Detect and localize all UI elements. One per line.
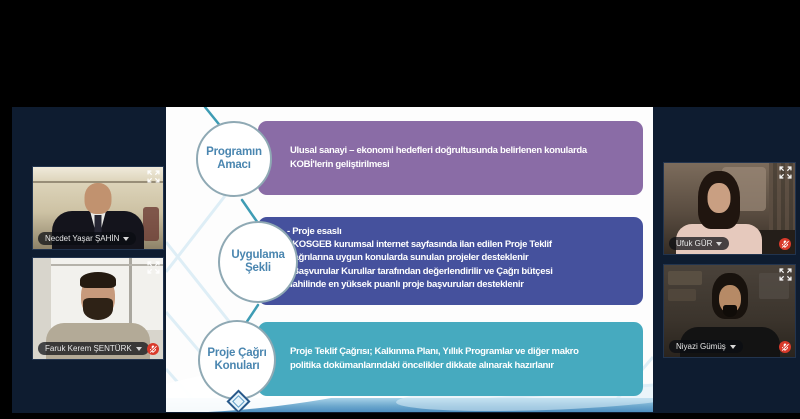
fullscreen-icon[interactable]: [147, 170, 160, 183]
slide-row-uygulama-text: - Proje esaslı - KOSGEB kurumsal interne…: [287, 226, 553, 290]
microphone-muted-icon: [147, 343, 159, 355]
person-beard: [83, 298, 113, 320]
slide-logo-diamond-inner: [232, 395, 245, 408]
fullscreen-icon[interactable]: [147, 261, 160, 274]
slide-row-amac-bar: [258, 121, 643, 195]
person-head: [84, 183, 112, 214]
person-goatee: [722, 305, 737, 317]
person-tie: [94, 215, 102, 237]
slide-row-konular-bar: [258, 322, 643, 396]
chevron-down-icon: [729, 344, 736, 349]
person-hair: [80, 272, 116, 288]
participant-name: Ufuk GÜR: [676, 239, 713, 248]
slide-row-uygulama-bar: [258, 217, 643, 305]
video-thumbnail-faruk[interactable]: Faruk Kerem ŞENTÜRK: [32, 257, 164, 360]
participant-name-menu[interactable]: Necdet Yaşar ŞAHİN: [38, 232, 137, 245]
participant-name: Niyazi Gümüş: [676, 342, 726, 351]
slide-circle-konular: Proje Çağrı Konuları: [198, 320, 276, 400]
shared-slide: Ulusal sanayi – ekonomi hedefleri doğrul…: [166, 107, 653, 412]
chevron-down-icon: [135, 346, 142, 351]
participant-name: Faruk Kerem ŞENTÜRK: [45, 344, 132, 353]
video-thumbnail-niyazi[interactable]: Niyazi Gümüş: [663, 264, 796, 358]
slide-circle-uygulama: Uygulama Şekli: [218, 221, 298, 303]
chevron-down-icon: [123, 236, 130, 241]
slide-circle-amac: Programın Amacı: [196, 121, 272, 197]
person-head: [707, 183, 731, 213]
slide-row-amac-text: Ulusal sanayi – ekonomi hedefleri doğrul…: [290, 145, 587, 170]
participant-name-menu[interactable]: Ufuk GÜR: [669, 237, 730, 250]
video-thumbnail-ufuk[interactable]: Ufuk GÜR: [663, 162, 796, 255]
shelf: [759, 273, 789, 299]
fullscreen-icon[interactable]: [779, 166, 792, 179]
fullscreen-icon[interactable]: [779, 268, 792, 281]
participant-name-menu[interactable]: Niyazi Gümüş: [669, 340, 743, 353]
microphone-muted-icon: [779, 341, 791, 353]
slide-row-konular-text: Proje Teklif Çağrısı; Kalkınma Planı, Yı…: [290, 346, 579, 371]
chevron-down-icon: [716, 241, 723, 246]
shelf: [668, 289, 696, 301]
shelf: [668, 271, 702, 285]
participant-name: Necdet Yaşar ŞAHİN: [45, 234, 120, 243]
participant-name-menu[interactable]: Faruk Kerem ŞENTÜRK: [38, 342, 149, 355]
video-thumbnail-necdet[interactable]: Necdet Yaşar ŞAHİN: [32, 166, 164, 250]
slide-footer-strip: [166, 345, 653, 412]
microphone-muted-icon: [779, 238, 791, 250]
office-flag: [143, 207, 159, 241]
